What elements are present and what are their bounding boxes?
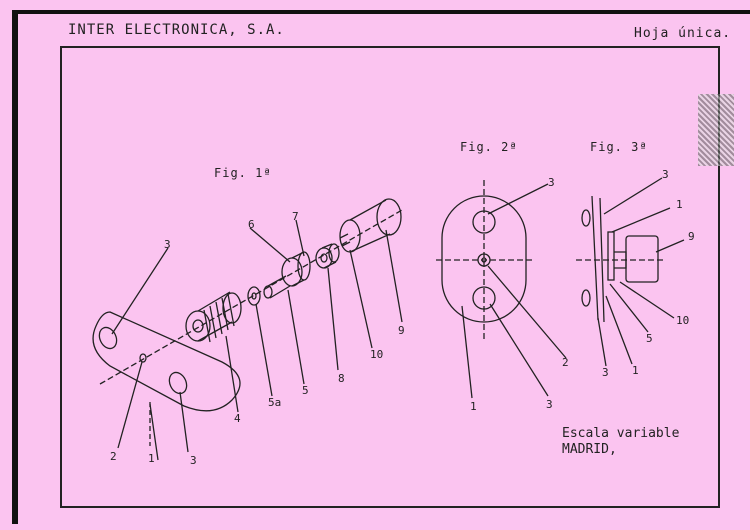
fig3-side-view	[576, 177, 685, 367]
fig3-label-3-bottom: 3	[602, 366, 609, 379]
fig1-label-5: 5	[302, 384, 309, 397]
fig3-title: Fig. 3ª	[590, 140, 648, 154]
fig2-oval-plate	[436, 180, 567, 399]
fig1-title: Fig. 1ª	[214, 166, 272, 180]
fig1-plate-hole-right	[168, 371, 188, 395]
company-name: INTER ELECTRONICA, S.A.	[68, 22, 285, 38]
fig1-label-10: 10	[370, 348, 384, 361]
fig2-label-3-bottom: 3	[546, 398, 553, 411]
fig2-title: Fig. 2ª	[460, 140, 518, 154]
fig1-label-2: 2	[110, 450, 117, 463]
fig1-label-3-top: 3	[164, 238, 171, 251]
fig1-nut	[315, 243, 340, 269]
fig2-label-3-top: 3	[548, 176, 555, 189]
fig1-plate-hole-left	[98, 326, 118, 350]
top-border-line	[14, 10, 750, 14]
scale-note: Escala variable	[562, 426, 680, 441]
stamp-icon	[698, 94, 734, 166]
fig1-label-3-bottom: 3	[190, 454, 197, 467]
fig1-label-5a: 5a	[268, 396, 282, 409]
fig3-label-9: 9	[688, 230, 695, 243]
fig3-label-1-top: 1	[676, 198, 683, 211]
fig3-label-10: 10	[676, 314, 690, 327]
left-border-bar	[12, 10, 18, 524]
fig2-label-1: 1	[470, 400, 477, 413]
fig3-label-3-top: 3	[662, 168, 669, 181]
fig1-label-9: 9	[398, 324, 405, 337]
fig1-washer	[247, 286, 261, 306]
fig3-label-1-bottom: 1	[632, 364, 639, 377]
fig1-label-7: 7	[292, 210, 299, 223]
fig1-axis-line	[99, 209, 403, 385]
fig1-label-8: 8	[338, 372, 345, 385]
fig1-shaft	[263, 251, 311, 299]
fig1-plate-center-hole	[139, 353, 147, 363]
fig1-label-6: 6	[248, 218, 255, 231]
fig1-label-4: 4	[234, 412, 241, 425]
fig1-cap-cylinder	[339, 198, 402, 253]
fig1-base-plate	[92, 311, 241, 412]
fig1-label-1: 1	[148, 452, 155, 465]
fig2-label-2: 2	[562, 356, 569, 369]
fig3-label-5: 5	[646, 332, 653, 345]
drawing-frame	[60, 46, 720, 508]
sheet-label: Hoja única.	[634, 26, 732, 41]
fig1-threaded-coil	[185, 291, 242, 343]
city-note: MADRID,	[562, 442, 617, 457]
